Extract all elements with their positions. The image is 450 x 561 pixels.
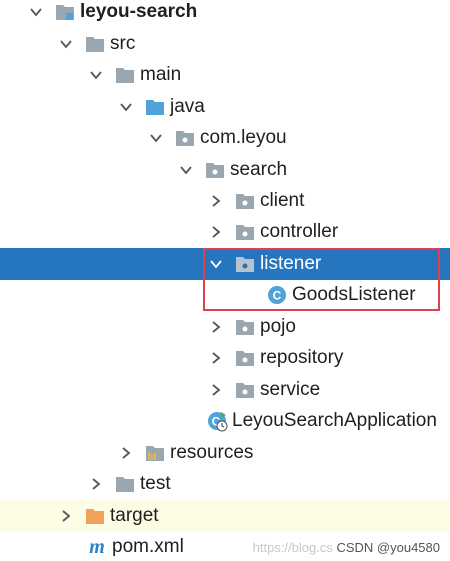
chevron-right-icon[interactable] [206,191,226,211]
svg-text:C: C [273,289,282,303]
chevron-right-icon[interactable] [206,348,226,368]
source-folder-icon [144,96,166,118]
tree-row-label: com.leyou [200,127,287,148]
chevron-down-icon[interactable] [176,160,196,180]
chevron-right-icon[interactable] [116,443,136,463]
tree-row-label: java [170,96,205,117]
tree-row-label: repository [260,347,344,368]
tree-row-listener[interactable]: listener [0,248,450,280]
package-icon [234,316,256,338]
tree-row-label: listener [260,253,322,274]
chevron-down-icon[interactable] [206,254,226,274]
tree-row-goodslistener[interactable]: C GoodsListener [0,279,450,311]
chevron-right-icon[interactable] [86,474,106,494]
watermark: https://blog.cs CSDN @you4580 [253,540,440,555]
tree-row-java[interactable]: java [0,91,450,123]
tree-row-label: pojo [260,316,296,337]
chevron-down-icon[interactable] [56,34,76,54]
package-icon [234,347,256,369]
tree-row-label: test [140,473,171,494]
package-icon [234,253,256,275]
maven-icon: m [86,536,108,558]
tree-row-src[interactable]: src [0,28,450,60]
tree-row-label: leyou-search [80,1,198,22]
tree-row-label: resources [170,442,254,463]
tree-row-label: service [260,379,321,400]
tree-row-leyousearchapplication[interactable]: C LeyouSearchApplication [0,405,450,437]
tree-row-resources[interactable]: resources [0,437,450,469]
tree-row-repository[interactable]: repository [0,342,450,374]
tree-row-main[interactable]: main [0,59,450,91]
tree-row-label: pom.xml [112,536,184,557]
java-class-icon: C [266,284,288,306]
excluded-folder-icon [84,505,106,527]
spring-boot-application-icon: C [206,410,228,432]
svg-text:C: C [212,415,221,429]
tree-row-label: client [260,190,305,211]
tree-row-leyou-search[interactable]: leyou-search [0,0,450,28]
package-icon [204,159,226,181]
tree-row-target[interactable]: target [0,500,450,532]
tree-row-search[interactable]: search [0,154,450,186]
tree-row-service[interactable]: service [0,374,450,406]
folder-icon [84,33,106,55]
chevron-right-icon[interactable] [56,506,76,526]
watermark-url: https://blog.cs [252,540,333,555]
tree-row-label: search [230,159,288,180]
tree-row-label: GoodsListener [292,284,416,305]
package-icon [174,127,196,149]
chevron-down-icon[interactable] [146,128,166,148]
tree-row-controller[interactable]: controller [0,216,450,248]
tree-row-label: controller [260,221,339,242]
package-icon [234,379,256,401]
chevron-down-icon[interactable] [86,65,106,85]
chevron-down-icon[interactable] [26,2,46,22]
chevron-right-icon[interactable] [206,317,226,337]
tree-row-label: target [110,505,159,526]
chevron-right-icon[interactable] [206,380,226,400]
resources-folder-icon [144,442,166,464]
package-icon [234,190,256,212]
watermark-credit: CSDN @you4580 [336,540,440,555]
tree-row-test[interactable]: test [0,468,450,500]
svg-text:m: m [89,536,105,558]
tree-row-label: LeyouSearchApplication [232,410,437,431]
chevron-right-icon[interactable] [206,222,226,242]
tree-row-pojo[interactable]: pojo [0,311,450,343]
module-folder-icon [54,1,76,23]
package-icon [234,221,256,243]
tree-row-label: main [140,64,182,85]
folder-icon [114,64,136,86]
chevron-down-icon[interactable] [116,97,136,117]
folder-icon [114,473,136,495]
tree-row-client[interactable]: client [0,185,450,217]
tree-row-label: src [110,33,136,54]
tree-row-pom-xml[interactable]: m pom.xml [0,531,450,561]
tree-row-com-leyou[interactable]: com.leyou [0,122,450,154]
